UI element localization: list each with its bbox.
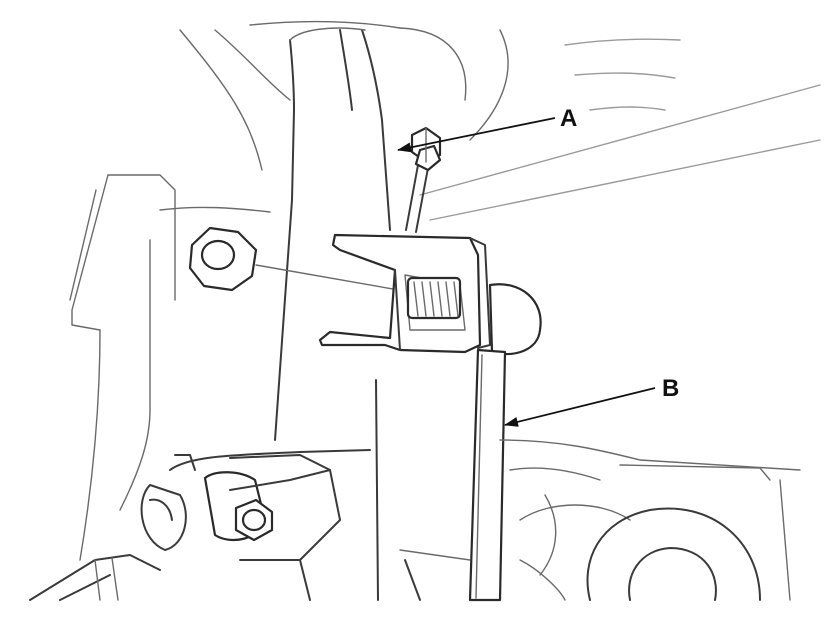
left-panel <box>69 174 271 561</box>
leader-b <box>504 387 656 427</box>
right-machinery <box>499 439 801 601</box>
support-column <box>274 27 391 601</box>
leader-a <box>397 117 556 153</box>
callout-a-label: A <box>560 105 577 132</box>
arm-b <box>468 348 507 602</box>
callout-b-label: B <box>662 375 679 402</box>
housing-outline <box>179 20 821 221</box>
connector-a <box>405 126 442 233</box>
sensor-bracket <box>318 233 542 356</box>
flange-nut <box>188 226 411 293</box>
lower-mechanism <box>29 449 471 601</box>
callout-leaders <box>397 117 656 427</box>
